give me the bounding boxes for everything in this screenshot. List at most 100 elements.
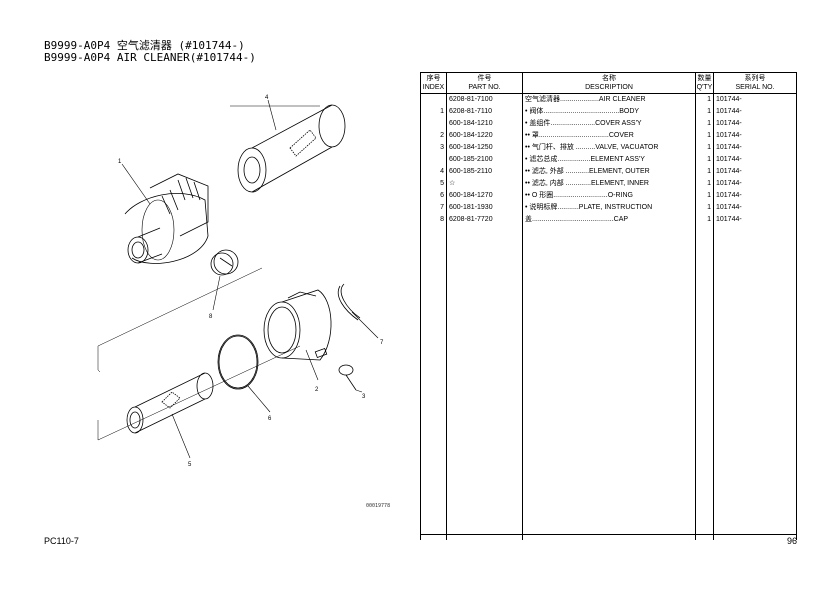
callout-3: 3 <box>362 394 366 400</box>
table-row: 600-185-2100• 滤芯总成.................ELEME… <box>420 154 797 166</box>
valve-drawing <box>338 364 357 391</box>
housing-body-drawing <box>124 173 209 264</box>
row-index <box>420 118 447 130</box>
inner-element-drawing <box>126 372 214 434</box>
row-quantity: 1 <box>695 142 714 154</box>
callout-2: 2 <box>315 387 319 393</box>
figure-code: 00019778 <box>366 503 391 509</box>
callout-4: 4 <box>265 95 269 101</box>
row-index <box>420 154 447 166</box>
row-serial: 101744- <box>713 166 797 178</box>
row-index: 4 <box>420 166 447 178</box>
row-description: 空气滤清器....................AIR CLEANER <box>522 93 696 106</box>
row-quantity: 1 <box>695 93 714 106</box>
table-row: 600-184-1210• 盖组件.......................… <box>420 118 797 130</box>
footer-rule <box>420 534 796 535</box>
row-part-no: 600-184-1250 <box>446 142 523 154</box>
row-description: • 滤芯总成.................ELEMENT ASS'Y <box>522 154 696 166</box>
row-part-no: 6208-81-7110 <box>446 106 523 118</box>
row-description: •• 滤芯, 外部 ............ELEMENT, OUTER <box>522 166 696 178</box>
row-quantity: 1 <box>695 214 714 226</box>
exploded-parts-diagram: 1 4 8 7 2 3 6 5 <box>97 95 384 468</box>
cover-drawing <box>263 289 332 361</box>
title-chinese: B9999-A0P4 空气滤清器 (#101744-) <box>44 39 245 52</box>
callout-1: 1 <box>118 159 122 165</box>
row-index: 6 <box>420 190 447 202</box>
row-serial: 101744- <box>713 106 797 118</box>
row-serial: 101744- <box>713 178 797 190</box>
row-description: •• 滤芯, 内部 .............ELEMENT, INNER <box>522 178 696 190</box>
row-quantity: 1 <box>695 178 714 190</box>
row-part-no: 6208-81-7100 <box>446 93 523 106</box>
plate-drawing <box>337 283 361 321</box>
row-serial: 101744- <box>713 93 797 106</box>
outer-element-drawing <box>237 104 346 193</box>
callout-7: 7 <box>380 340 384 346</box>
row-description: •• 罩....................................… <box>522 130 696 142</box>
table-filler <box>420 226 797 540</box>
row-index: 7 <box>420 202 447 214</box>
row-index: 5 <box>420 178 447 190</box>
row-part-no: 6208-81-7720 <box>446 214 523 226</box>
callout-labels: 1 4 8 7 2 3 6 5 <box>118 95 384 468</box>
model-name: PC110-7 <box>44 536 79 546</box>
row-part-no: 600-184-1220 <box>446 130 523 142</box>
row-description: • 阀体....................................… <box>522 106 696 118</box>
row-index: 1 <box>420 106 447 118</box>
row-serial: 101744- <box>713 190 797 202</box>
row-part-no: 600-181-1930 <box>446 202 523 214</box>
row-quantity: 1 <box>695 190 714 202</box>
row-part-no: 600-185-2100 <box>446 154 523 166</box>
row-description: 盖.......................................… <box>522 214 696 226</box>
row-description: • 盖组件.......................COVER ASS'Y <box>522 118 696 130</box>
row-quantity: 1 <box>695 106 714 118</box>
row-serial: 101744- <box>713 202 797 214</box>
leader-lines <box>121 99 379 459</box>
callout-8: 8 <box>209 314 213 320</box>
row-quantity: 1 <box>695 166 714 178</box>
row-quantity: 1 <box>695 118 714 130</box>
row-part-no: ☆ <box>446 178 523 190</box>
title-english: B9999-A0P4 AIR CLEANER(#101744-) <box>44 51 256 64</box>
row-index <box>420 93 447 106</box>
row-part-no: 600-185-2110 <box>446 166 523 178</box>
row-index: 3 <box>420 142 447 154</box>
row-description: •• O 形圈............................O-RIN… <box>522 190 696 202</box>
row-serial: 101744- <box>713 142 797 154</box>
row-part-no: 600-184-1210 <box>446 118 523 130</box>
row-part-no: 600-184-1270 <box>446 190 523 202</box>
guide-lines <box>97 105 320 441</box>
o-ring-drawing <box>217 334 259 390</box>
cap-drawing <box>210 249 239 276</box>
row-description: •• 气门杆、排放 ..........VALVE, VACUATOR <box>522 142 696 154</box>
callout-5: 5 <box>188 462 192 468</box>
page-number: 96 <box>787 536 798 546</box>
row-serial: 101744- <box>713 118 797 130</box>
row-serial: 101744- <box>713 130 797 142</box>
row-index: 2 <box>420 130 447 142</box>
callout-6: 6 <box>268 416 272 422</box>
row-quantity: 1 <box>695 202 714 214</box>
row-description: • 说明标牌...........PLATE, INSTRUCTION <box>522 202 696 214</box>
row-quantity: 1 <box>695 130 714 142</box>
row-quantity: 1 <box>695 154 714 166</box>
row-serial: 101744- <box>713 214 797 226</box>
row-index: 8 <box>420 214 447 226</box>
row-serial: 101744- <box>713 154 797 166</box>
